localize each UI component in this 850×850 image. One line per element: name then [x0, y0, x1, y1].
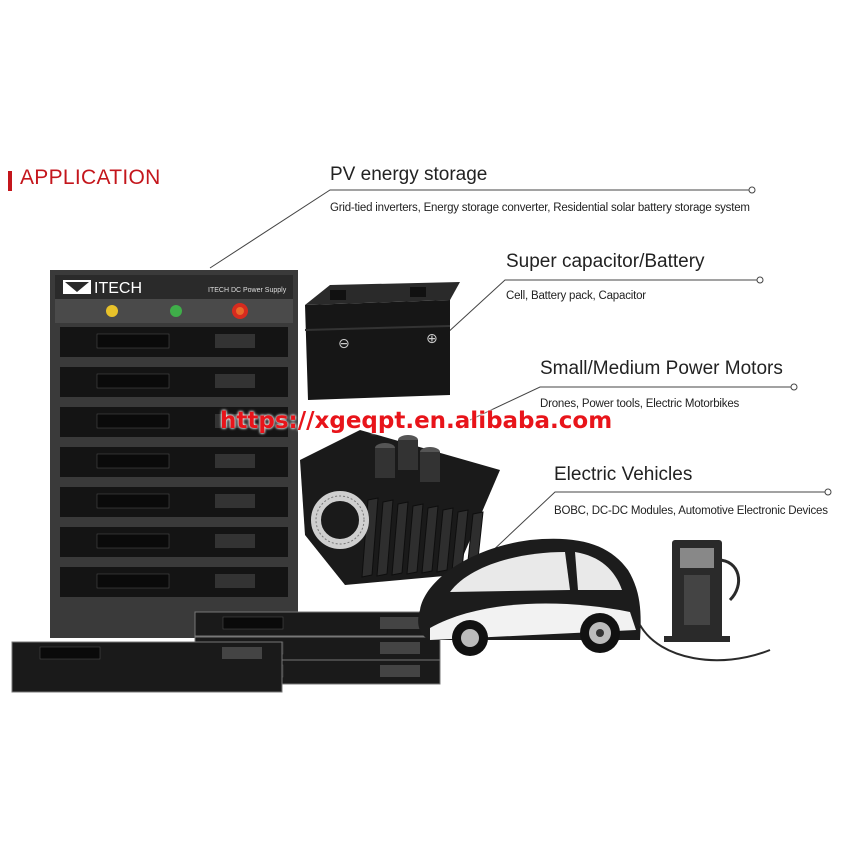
application-desc-battery: Cell, Battery pack, Capacitor: [506, 290, 646, 302]
rack-label: ITECH DC Power Supply: [208, 287, 287, 294]
application-desc-motors: Drones, Power tools, Electric Motorbikes: [540, 398, 740, 410]
rack-unit: [60, 367, 288, 397]
rack-unit: [60, 567, 288, 597]
leader-dot-ev: [824, 488, 832, 496]
application-title-motors: Small/Medium Power Motors: [540, 358, 783, 379]
stacked-unit: [194, 611, 441, 637]
heatsink-module-image: [300, 430, 500, 585]
rack-unit: [60, 407, 288, 437]
rack-unit: [60, 327, 288, 357]
leader-dot-pv: [748, 186, 756, 194]
svg-text:⊕: ⊕: [426, 331, 438, 347]
application-desc-pv: Grid-tied inverters, Energy storage conv…: [330, 202, 750, 214]
heading-accent-bar: [8, 171, 12, 191]
front-units: [11, 611, 441, 693]
leader-dot-battery: [756, 276, 764, 284]
electric-car-image: [418, 538, 641, 656]
watermark: https://xgeqpt.en.alibaba.com: [220, 408, 613, 434]
stacked-unit: [11, 641, 283, 693]
brand-logo: ITECH: [94, 280, 142, 297]
application-title-pv: PV energy storage: [330, 164, 488, 185]
rack-unit: [60, 527, 288, 557]
rack-units: [60, 327, 288, 597]
rack-unit: [60, 487, 288, 517]
application-desc-ev: BOBC, DC-DC Modules, Automotive Electron…: [554, 505, 828, 517]
rack-unit: [60, 447, 288, 477]
application-title-battery: Super capacitor/Battery: [506, 251, 705, 272]
leader-dot-motors: [790, 383, 798, 391]
section-heading: APPLICATION: [20, 166, 161, 189]
charging-station-image: [639, 540, 771, 662]
application-title-ev: Electric Vehicles: [554, 464, 693, 485]
battery-image: ⊖ ⊕: [304, 282, 460, 400]
svg-text:⊖: ⊖: [338, 336, 350, 352]
leader-lines: [209, 189, 826, 573]
